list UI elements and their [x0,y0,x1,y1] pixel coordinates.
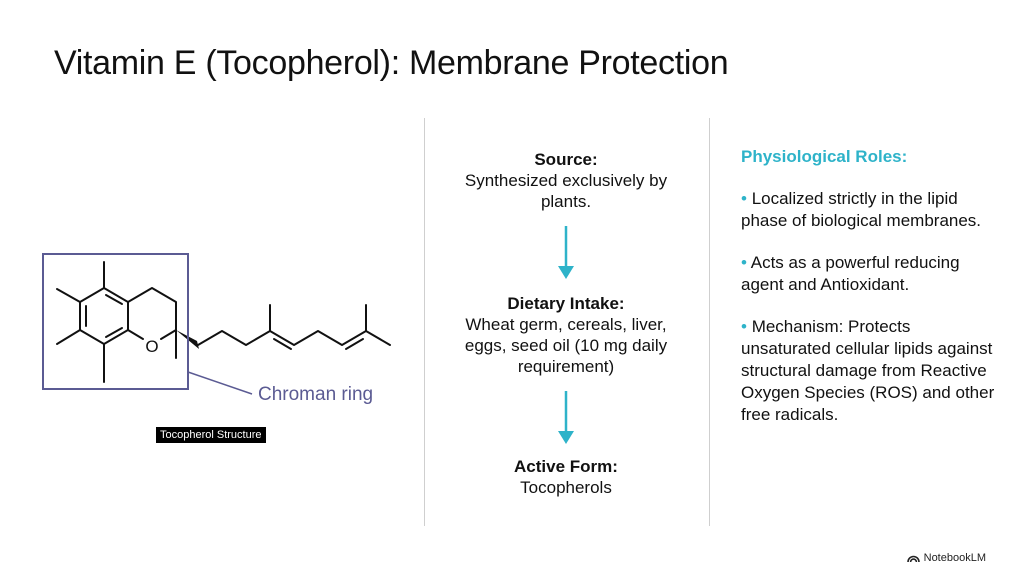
ring-oxygen-atom: O [145,337,158,356]
role-item: • Mechanism: Protects unsaturated cellul… [741,316,1003,426]
active-form-block: Active Form: Tocopherols [445,456,687,498]
pyran-ring [127,287,177,340]
notebooklm-brand: NotebookLM [906,552,986,564]
role-text: Localized strictly in the lipid phase of… [741,189,982,230]
side-chain-double-bond [273,338,292,350]
role-text: Acts as a powerful reducing agent and An… [741,253,960,294]
active-heading: Active Form: [514,457,618,476]
intake-heading: Dietary Intake: [507,294,625,313]
chroman-ring-highlight-box [42,253,189,390]
notebooklm-logo-icon [906,555,920,563]
source-heading: Source: [534,150,598,169]
active-text: Tocopherols [520,478,612,497]
role-item: • Localized strictly in the lipid phase … [741,188,1003,232]
role-text: Mechanism: Protects unsaturated cellular… [741,317,995,424]
source-text: Synthesized exclusively by plants. [464,171,668,211]
methyl-group [56,288,81,303]
arrow-down-icon [558,226,574,279]
aromatic-double-bond [105,327,123,338]
methyl-group [56,329,81,345]
column-divider [709,118,710,526]
physiological-roles-panel: Physiological Roles: • Localized strictl… [741,146,1003,446]
page-title: Vitamin E (Tocopherol): Membrane Protect… [54,44,729,82]
source-block: Source: Synthesized exclusively by plant… [445,149,687,212]
dietary-intake-block: Dietary Intake: Wheat germ, cereals, liv… [445,293,687,377]
tocopherol-structure-diagram: O [42,253,391,395]
intake-text: Wheat germ, cereals, liver, eggs, seed o… [464,315,668,376]
column-divider [424,118,425,526]
pyran-ring [127,329,144,340]
arrow-down-icon [558,391,574,444]
structure-caption: Tocopherol Structure [156,427,266,443]
brand-label: NotebookLM [923,552,986,564]
aromatic-double-bond [105,294,123,305]
bullet-icon: • [741,253,747,272]
side-chain-double-bond [345,338,364,350]
phytyl-side-chain [197,330,391,346]
chroman-ring-label: Chroman ring [258,384,374,405]
chroman-callout-line [187,371,253,395]
role-item: • Acts as a powerful reducing agent and … [741,252,1003,296]
roles-heading: Physiological Roles: [741,147,908,166]
bullet-icon: • [741,189,747,208]
benzene-ring [79,287,129,345]
bullet-icon: • [741,317,747,336]
